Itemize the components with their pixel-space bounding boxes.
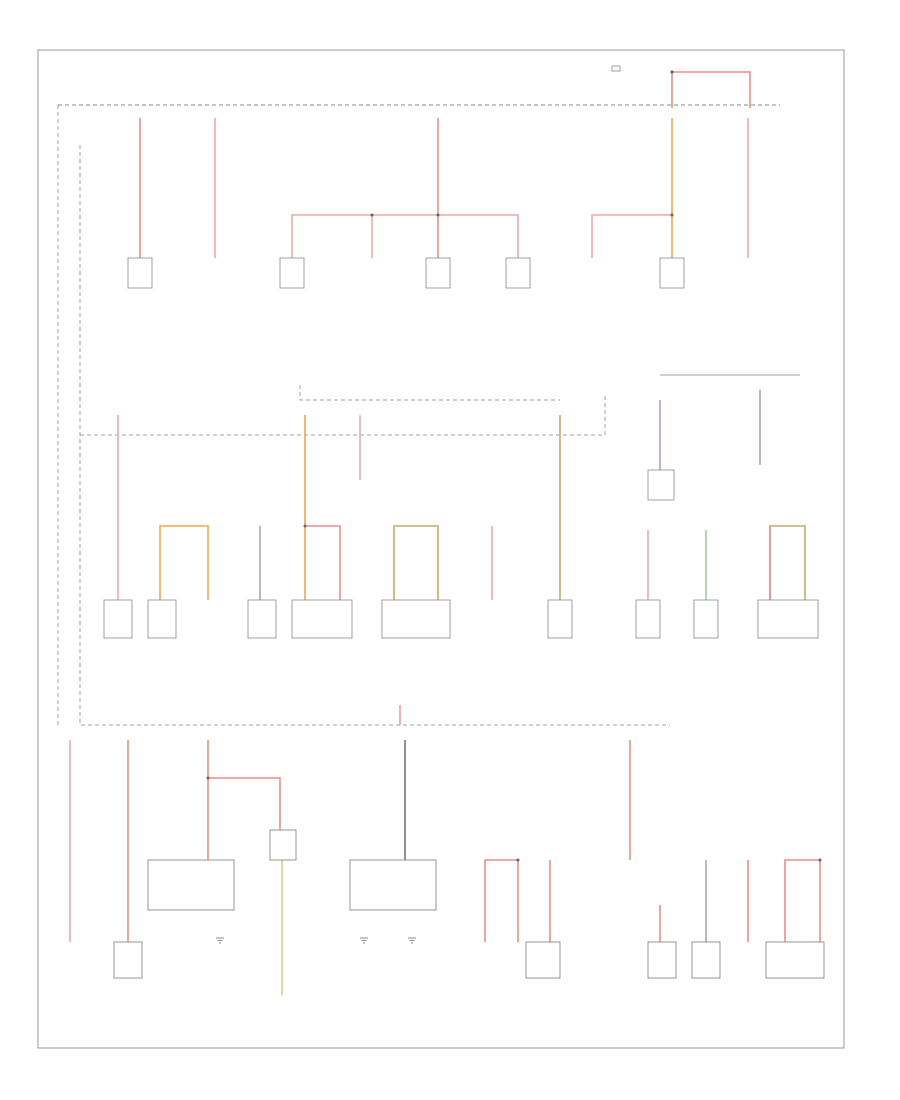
splice-points [206, 70, 822, 862]
bottom-row-components [113, 829, 825, 979]
fuse-box-mid-left [79, 145, 670, 726]
diagram-frame [37, 49, 845, 1049]
top-row-components [127, 257, 685, 289]
fuse-box-mid [80, 395, 606, 436]
top-row-circuits [139, 118, 749, 258]
top-connector [611, 65, 621, 72]
middle-row-circuits [117, 390, 806, 600]
top-feed-wire [672, 71, 751, 108]
mid-feed [299, 385, 560, 401]
middle-row-components [103, 469, 819, 639]
ground-symbols [216, 937, 416, 944]
bottom-row-circuits [69, 740, 821, 995]
